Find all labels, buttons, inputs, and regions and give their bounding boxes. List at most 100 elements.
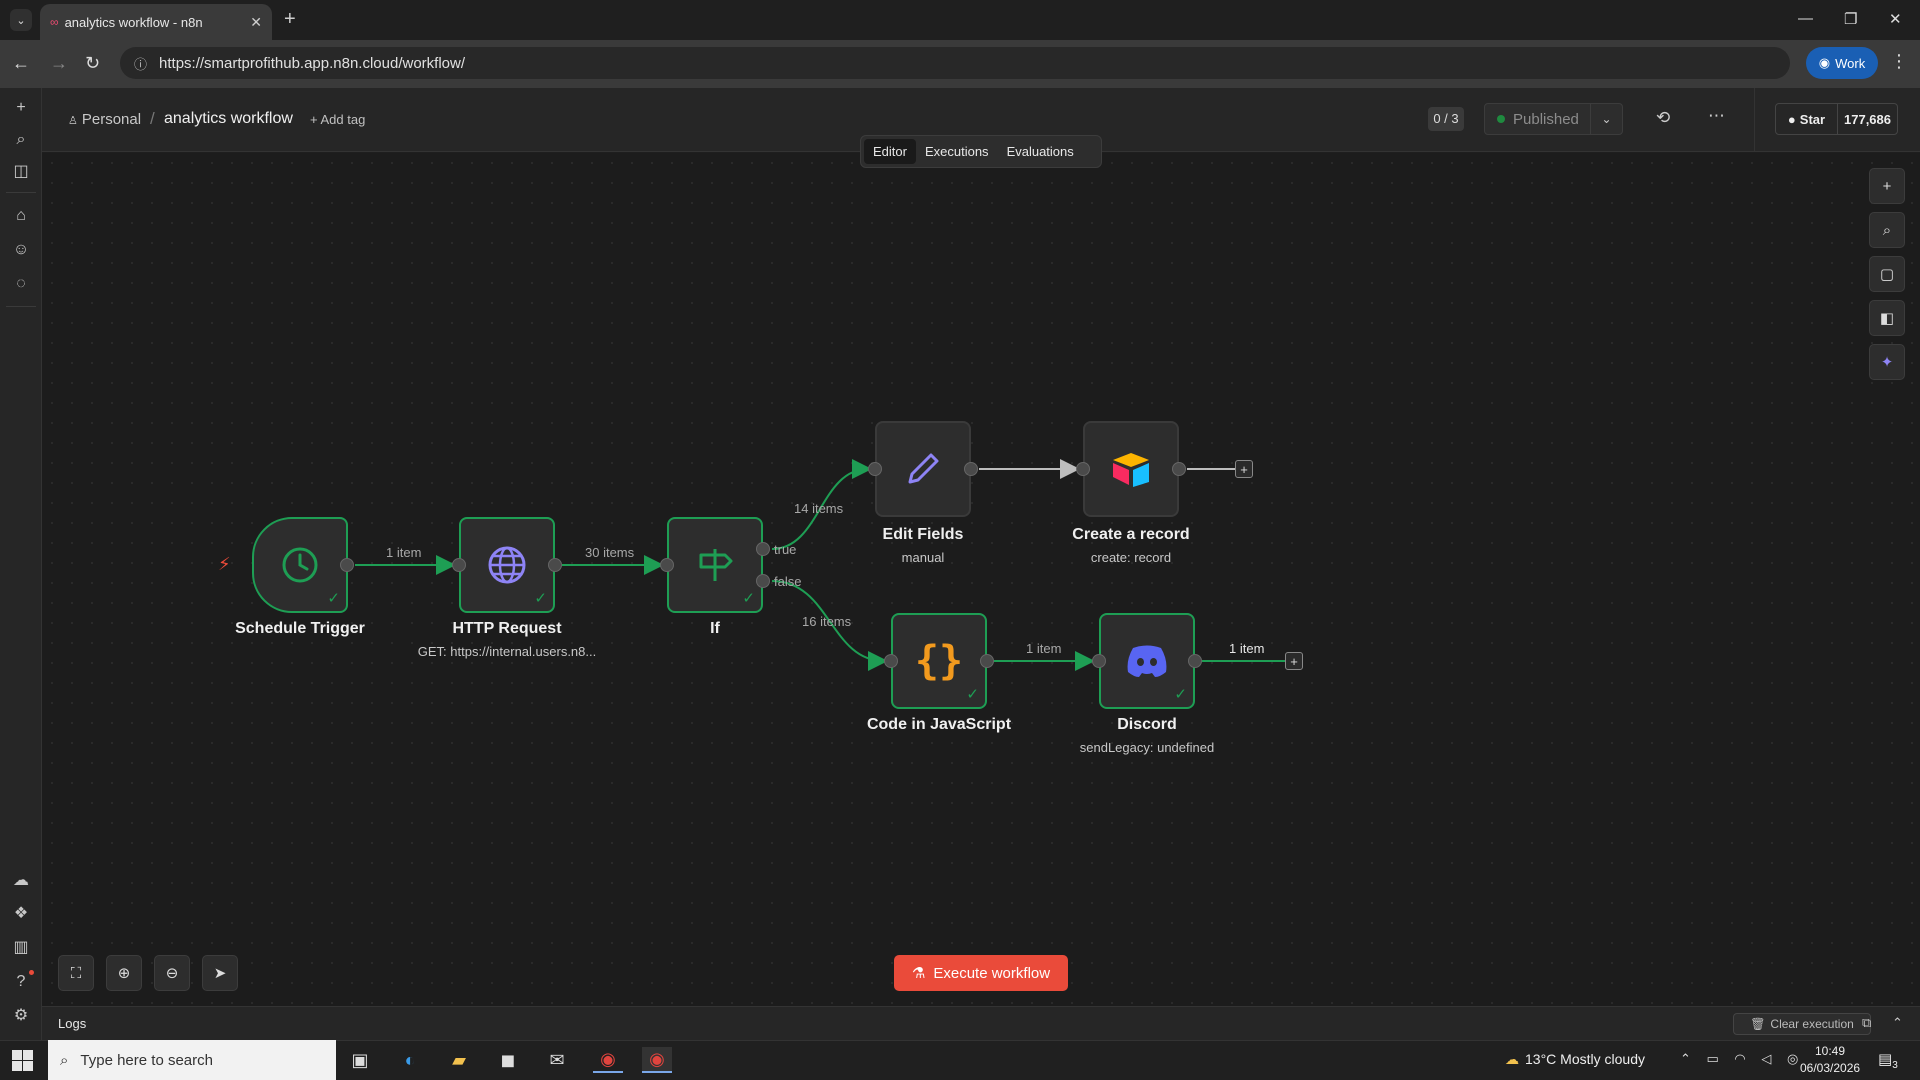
chrome-active-icon[interactable]: ◉ — [642, 1047, 672, 1073]
input-handle[interactable] — [660, 558, 674, 572]
panel-toggle-icon[interactable]: ◧ — [1869, 300, 1905, 336]
output-handle[interactable] — [1172, 462, 1186, 476]
taskbar-search[interactable]: ⌕ Type here to search — [48, 1040, 336, 1080]
node-code-javascript[interactable]: {} ✓ — [891, 613, 987, 709]
site-info-icon[interactable]: ⓘ — [134, 56, 148, 72]
add-node-button[interactable]: + — [1235, 460, 1253, 478]
chat-icon[interactable]: ◌ — [16, 275, 26, 292]
output-handle[interactable] — [548, 558, 562, 572]
publish-button[interactable]: Published ⌄ — [1484, 103, 1623, 135]
settings-icon[interactable]: ⚙ — [13, 1007, 29, 1024]
search-nodes-icon[interactable]: ⌕ — [1869, 212, 1905, 248]
edge-label: 1 item — [1229, 641, 1265, 656]
node-schedule-trigger[interactable]: ✓ — [252, 517, 348, 613]
add-node-button[interactable]: + — [1285, 652, 1303, 670]
weather-widget[interactable]: ☁13°C Mostly cloudy — [1505, 1051, 1645, 1068]
back-button[interactable]: ← — [12, 53, 30, 73]
help-icon[interactable]: ? — [16, 973, 26, 990]
store-icon[interactable]: ◼ — [500, 1049, 516, 1070]
chrome-icon[interactable]: ◉ — [593, 1047, 623, 1073]
tab-search-button[interactable]: ⌄ — [10, 9, 32, 31]
input-handle[interactable] — [1092, 654, 1106, 668]
more-options-icon[interactable]: ⋯ — [1708, 106, 1725, 125]
home-icon[interactable]: ⌂ — [16, 207, 26, 224]
github-icon: ● — [1787, 111, 1796, 127]
browser-tab-title: analytics workflow - n8n — [64, 14, 203, 30]
signpost-icon — [699, 549, 733, 581]
sticky-note-icon[interactable]: ▢ — [1869, 256, 1905, 292]
history-icon[interactable]: ⟲ — [1656, 108, 1671, 127]
reload-button[interactable]: ↻ — [85, 53, 101, 73]
clock[interactable]: 10:49 06/03/2026 — [1800, 1043, 1860, 1077]
browser-menu-icon[interactable]: ⋮ — [1890, 51, 1908, 71]
false-output-handle[interactable] — [756, 574, 770, 588]
github-star-button[interactable]: ●Star 177,686 — [1775, 103, 1898, 135]
node-if[interactable]: ✓ — [667, 517, 763, 613]
input-handle[interactable] — [1076, 462, 1090, 476]
input-handle[interactable] — [868, 462, 882, 476]
node-discord[interactable]: ✓ — [1099, 613, 1195, 709]
add-icon[interactable]: + — [16, 99, 26, 116]
node-create-record[interactable] — [1083, 421, 1179, 517]
fit-view-icon[interactable]: ⛶ — [58, 955, 94, 991]
templates-icon[interactable]: ❖ — [13, 905, 29, 922]
node-http-request[interactable]: ✓ — [459, 517, 555, 613]
add-node-icon[interactable]: + — [1869, 168, 1905, 204]
add-tag-button[interactable]: + Add tag — [310, 112, 366, 127]
clear-execution-button[interactable]: 🗑 Clear execution — [1733, 1013, 1871, 1035]
edge-browser-icon[interactable]: ◐ — [404, 1049, 416, 1070]
logs-label[interactable]: Logs — [58, 1016, 87, 1031]
popout-icon[interactable]: ⧉ — [1862, 1015, 1872, 1030]
minimize-button[interactable]: — — [1798, 10, 1813, 27]
new-tab-button[interactable]: + — [284, 8, 296, 30]
success-check-icon: ✓ — [742, 590, 755, 607]
chevron-up-icon[interactable]: ⌃ — [1892, 1015, 1903, 1030]
url-bar[interactable]: ⓘ https://smartprofithub.app.n8n.cloud/w… — [120, 47, 1790, 79]
output-handle[interactable] — [964, 462, 978, 476]
search-icon[interactable]: ⌕ — [16, 131, 26, 148]
tab-executions[interactable]: Executions — [924, 144, 989, 159]
node-title: Schedule Trigger — [235, 620, 365, 637]
tab-evaluations[interactable]: Evaluations — [1006, 144, 1074, 159]
edge-if-edit — [771, 459, 872, 550]
mail-icon[interactable]: ✉ — [549, 1049, 565, 1070]
node-title: If — [710, 620, 720, 637]
breadcrumb-project[interactable]: ♙Personal — [68, 111, 141, 128]
notifications-icon[interactable]: ▤3 — [1878, 1051, 1898, 1071]
restore-button[interactable]: ❐ — [1844, 11, 1858, 28]
tidy-up-icon[interactable]: ➤ — [202, 955, 238, 991]
personal-icon[interactable]: ☺ — [12, 241, 30, 258]
workflow-canvas[interactable] — [42, 153, 1920, 1006]
tab-editor[interactable]: Editor — [864, 139, 916, 164]
node-edit-fields[interactable] — [875, 421, 971, 517]
node-title: Code in JavaScript — [866, 716, 1012, 733]
forward-button[interactable]: → — [50, 53, 68, 73]
chevron-down-icon[interactable]: ⌄ — [1590, 104, 1622, 134]
browser-tab-bar — [0, 0, 1920, 40]
ai-assistant-icon[interactable]: ✦ — [1869, 344, 1905, 380]
windows-start-icon[interactable] — [12, 1050, 34, 1072]
close-tab-icon[interactable]: ✕ — [250, 13, 262, 30]
output-handle[interactable] — [340, 558, 354, 572]
browser-tab[interactable]: ∞ analytics workflow - n8n ✕ — [40, 4, 272, 40]
input-handle[interactable] — [884, 654, 898, 668]
insights-icon[interactable]: ▥ — [13, 939, 29, 956]
input-handle[interactable] — [452, 558, 466, 572]
sidebar-toggle-icon[interactable]: ◫ — [13, 163, 29, 180]
cloud-icon[interactable]: ☁ — [13, 872, 29, 889]
zoom-in-icon[interactable]: ⊕ — [106, 955, 142, 991]
search-icon: ⌕ — [60, 1051, 69, 1069]
file-explorer-icon[interactable]: ▰ — [452, 1049, 466, 1070]
execute-workflow-button[interactable]: ⚗ Execute workflow — [894, 955, 1068, 991]
output-handle[interactable] — [980, 654, 994, 668]
task-view-icon[interactable]: ▣ — [351, 1049, 369, 1070]
node-subtitle: sendLegacy: undefined — [1079, 740, 1215, 755]
close-window-button[interactable]: ✕ — [1889, 11, 1902, 28]
zoom-out-icon[interactable]: ⊖ — [154, 955, 190, 991]
output-handle[interactable] — [1188, 654, 1202, 668]
profile-button[interactable]: ◉Work — [1806, 47, 1878, 79]
workflow-name[interactable]: analytics workflow — [164, 110, 293, 127]
true-output-handle[interactable] — [756, 542, 770, 556]
system-tray-icons[interactable]: ⌃ ▭ ◠ ◁ ◎ — [1680, 1051, 1805, 1066]
logs-bar[interactable] — [42, 1006, 1920, 1040]
